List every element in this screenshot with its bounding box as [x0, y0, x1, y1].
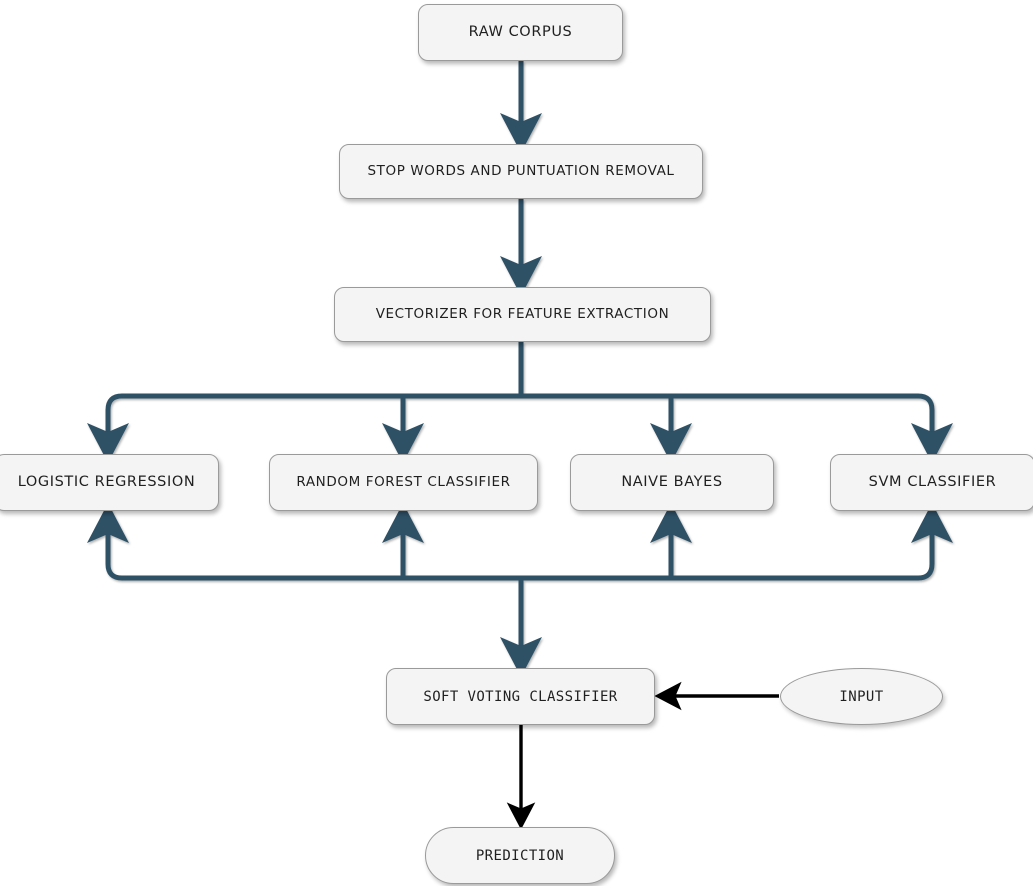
node-random-forest-classifier[interactable]: RANDOM FOREST CLASSIFIER — [269, 454, 538, 511]
node-random-forest-classifier-label: RANDOM FOREST CLASSIFIER — [296, 473, 511, 490]
node-soft-voting-classifier-label: SOFT VOTING CLASSIFIER — [423, 688, 618, 705]
node-soft-voting-classifier[interactable]: SOFT VOTING CLASSIFIER — [386, 668, 655, 725]
node-prediction[interactable]: PREDICTION — [425, 827, 615, 884]
bus-fan-in-right — [521, 502, 953, 581]
node-svm-classifier-label: SVM CLASSIFIER — [868, 474, 997, 491]
node-vectorizer-label: VECTORIZER FOR FEATURE EXTRACTION — [375, 305, 670, 322]
bus-fan-out-right — [521, 393, 953, 464]
node-svm-classifier[interactable]: SVM CLASSIFIER — [830, 454, 1033, 511]
node-vectorizer[interactable]: VECTORIZER FOR FEATURE EXTRACTION — [334, 287, 711, 342]
node-input[interactable]: INPUT — [780, 668, 943, 725]
node-raw-corpus-label: RAW CORPUS — [468, 24, 573, 41]
node-logistic-regression-label: LOGISTIC REGRESSION — [17, 474, 196, 491]
node-stop-words-removal-label: STOP WORDS AND PUNTUATION REMOVAL — [367, 162, 675, 179]
node-prediction-label: PREDICTION — [475, 847, 565, 864]
node-naive-bayes-label: NAIVE BAYES — [621, 474, 723, 491]
bus-fan-out-left — [87, 393, 521, 464]
node-input-label: INPUT — [839, 688, 884, 705]
node-logistic-regression[interactable]: LOGISTIC REGRESSION — [0, 454, 219, 511]
bus-fan-in-left — [87, 502, 521, 581]
node-raw-corpus[interactable]: RAW CORPUS — [418, 4, 623, 61]
node-naive-bayes[interactable]: NAIVE BAYES — [570, 454, 774, 511]
node-stop-words-removal[interactable]: STOP WORDS AND PUNTUATION REMOVAL — [339, 144, 703, 199]
